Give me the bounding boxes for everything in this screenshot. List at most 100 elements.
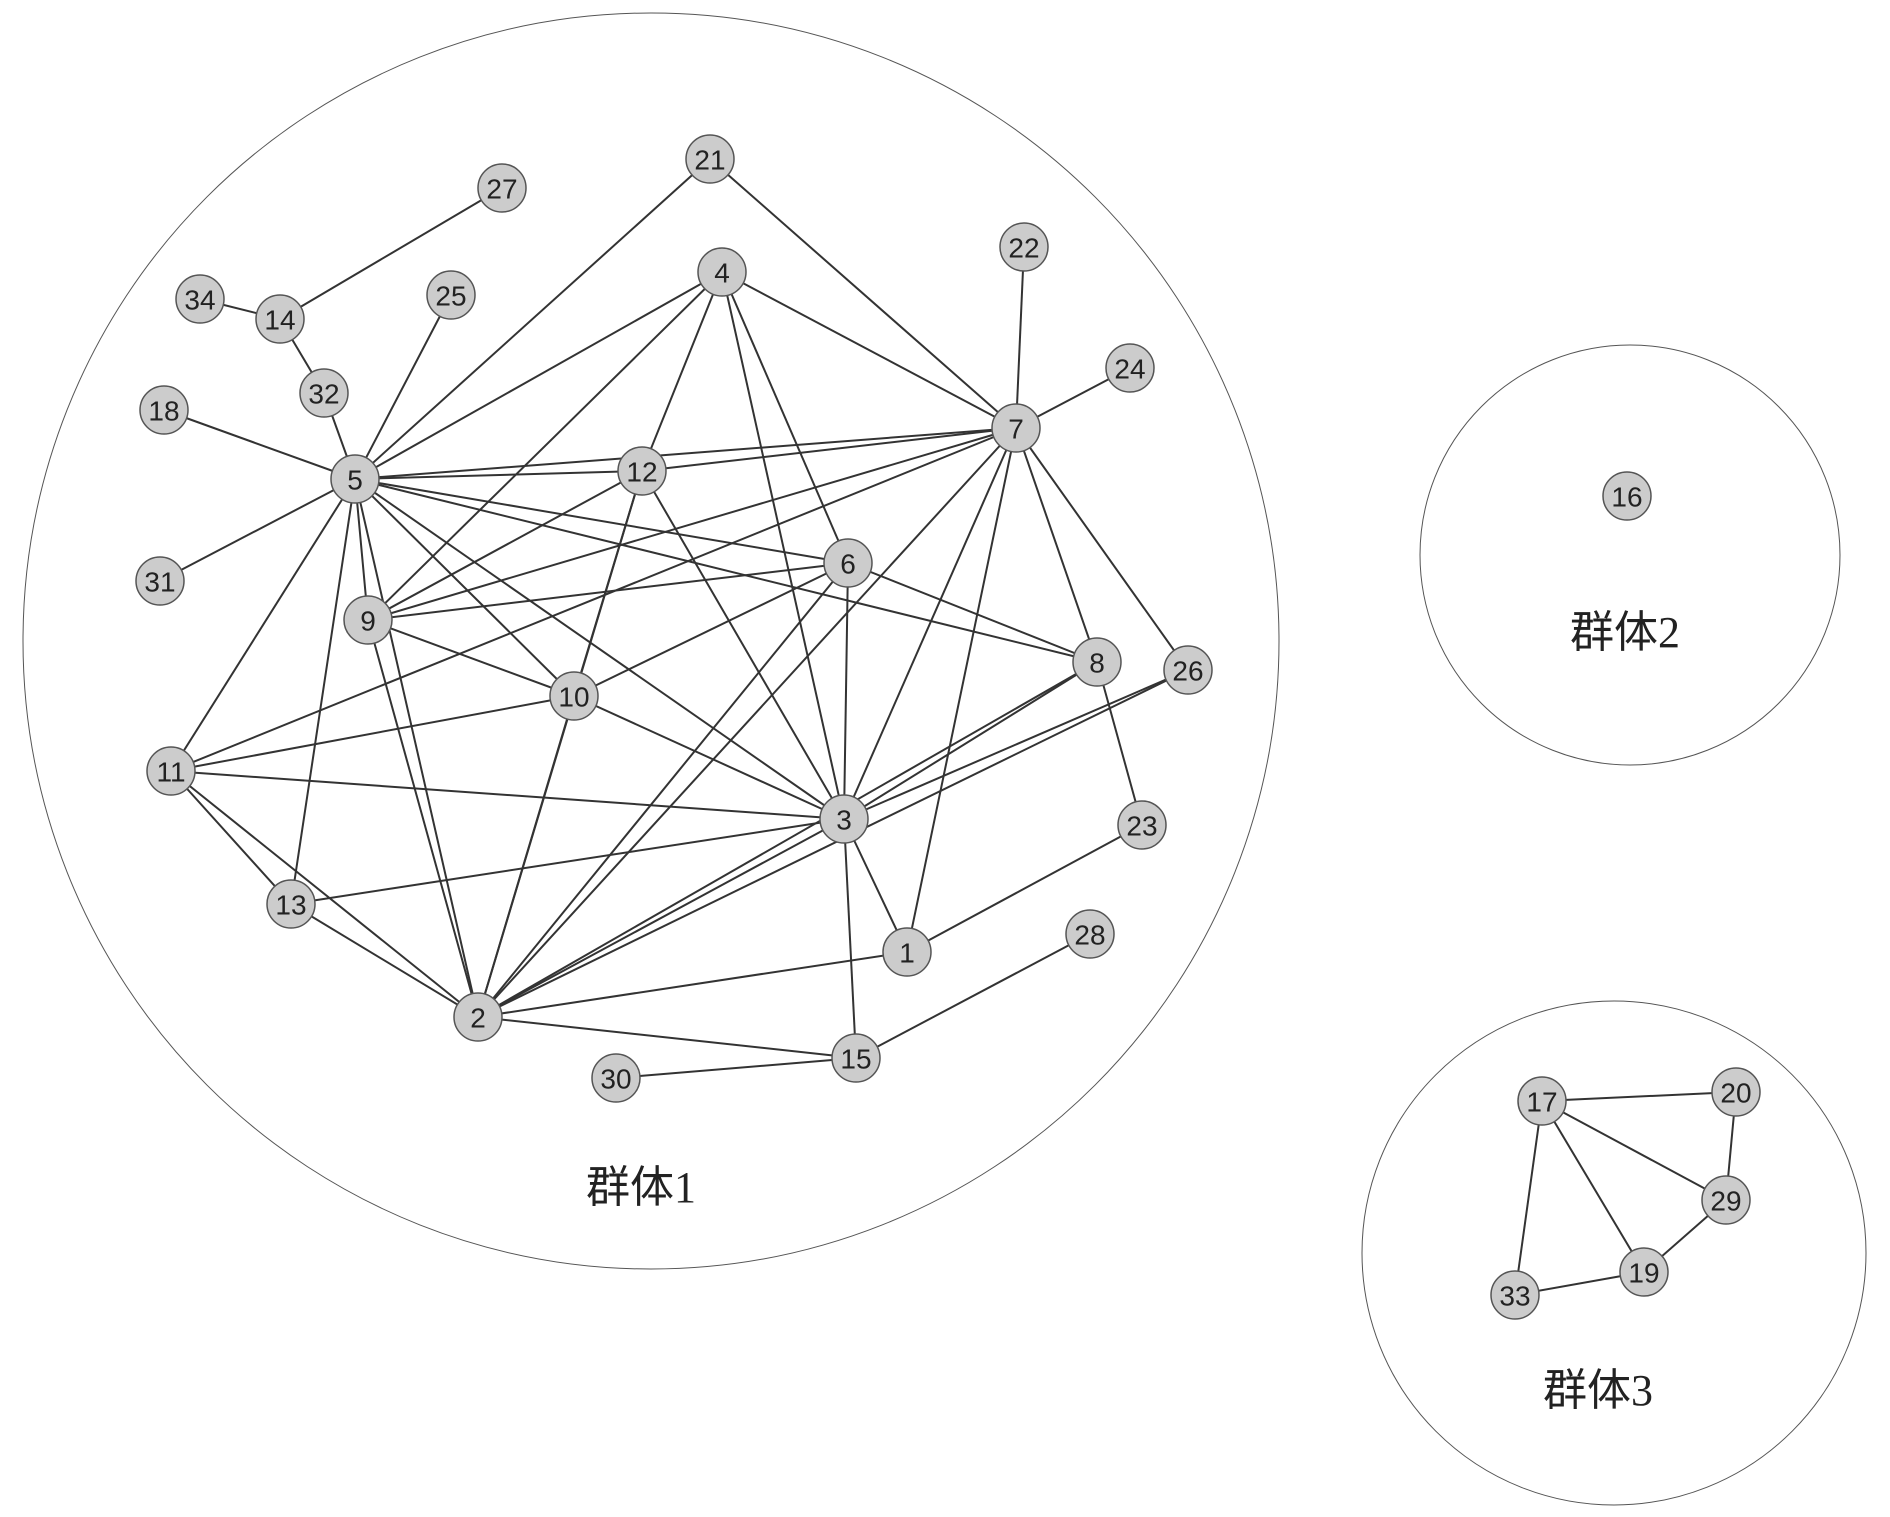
node-1: 1 bbox=[882, 927, 932, 977]
edge-17-29 bbox=[1541, 1100, 1727, 1201]
node-label: 5 bbox=[347, 465, 363, 496]
node-label: 28 bbox=[1074, 920, 1105, 951]
edge-9-10 bbox=[367, 619, 575, 697]
node-3: 3 bbox=[819, 794, 869, 844]
node-5: 5 bbox=[330, 454, 380, 504]
node-label: 19 bbox=[1628, 1258, 1659, 1289]
edge-5-7 bbox=[354, 427, 1017, 480]
node-24: 24 bbox=[1105, 343, 1155, 393]
node-label: 23 bbox=[1126, 811, 1157, 842]
node-33: 33 bbox=[1490, 1270, 1540, 1320]
node-label: 16 bbox=[1611, 482, 1642, 513]
edge-10-2 bbox=[477, 695, 575, 1018]
node-circle bbox=[1072, 637, 1122, 687]
node-label: 8 bbox=[1089, 648, 1105, 679]
edge-6-8 bbox=[847, 562, 1098, 663]
node-circle bbox=[266, 879, 316, 929]
node-label: 21 bbox=[694, 145, 725, 176]
node-26: 26 bbox=[1163, 645, 1213, 695]
edge-17-20 bbox=[1541, 1091, 1737, 1102]
edge-7-8 bbox=[1015, 427, 1098, 663]
node-27: 27 bbox=[477, 163, 527, 213]
edge-9-2 bbox=[367, 619, 479, 1018]
node-circle bbox=[135, 556, 185, 606]
node-17: 17 bbox=[1517, 1076, 1567, 1126]
edge-4-3 bbox=[721, 271, 845, 820]
edge-31-5 bbox=[159, 478, 356, 582]
node-label: 31 bbox=[144, 567, 175, 598]
edge-12-3 bbox=[641, 470, 845, 820]
node-21: 21 bbox=[685, 134, 735, 184]
node-circle bbox=[549, 671, 599, 721]
edge-5-12 bbox=[354, 470, 643, 480]
node-7: 7 bbox=[991, 403, 1041, 453]
edge-2-15 bbox=[477, 1016, 857, 1059]
edge-11-2 bbox=[170, 770, 479, 1018]
node-circle bbox=[591, 1053, 641, 1103]
node-label: 13 bbox=[275, 890, 306, 921]
node-label: 2 bbox=[470, 1003, 486, 1034]
node-34: 34 bbox=[175, 274, 225, 324]
edge-6-2 bbox=[477, 562, 849, 1018]
node-31: 31 bbox=[135, 556, 185, 606]
edge-5-6 bbox=[354, 478, 849, 564]
edge-5-4 bbox=[354, 271, 723, 480]
node-2: 2 bbox=[453, 992, 503, 1042]
edge-23-1 bbox=[906, 824, 1143, 953]
edge-5-2 bbox=[354, 478, 479, 1018]
edge-11-13 bbox=[170, 770, 292, 905]
edge-17-19 bbox=[1541, 1100, 1645, 1273]
group-1-boundary bbox=[22, 12, 1280, 1270]
node-circle bbox=[1490, 1270, 1540, 1320]
edge-5-10 bbox=[354, 478, 575, 697]
edge-4-12 bbox=[641, 271, 723, 472]
edge-28-15 bbox=[855, 933, 1091, 1059]
node-32: 32 bbox=[299, 368, 349, 418]
node-label: 1 bbox=[899, 938, 915, 969]
node-label: 33 bbox=[1499, 1281, 1530, 1312]
edge-7-1 bbox=[906, 427, 1017, 953]
edge-7-12 bbox=[641, 427, 1017, 472]
node-circle bbox=[146, 746, 196, 796]
node-circle bbox=[330, 454, 380, 504]
node-circle bbox=[991, 403, 1041, 453]
edge-6-9 bbox=[367, 562, 849, 621]
group-2-label: 群体2 bbox=[1570, 608, 1680, 657]
node-label: 29 bbox=[1710, 1186, 1741, 1217]
node-label: 30 bbox=[600, 1064, 631, 1095]
node-label: 12 bbox=[626, 457, 657, 488]
edge-7-9 bbox=[367, 427, 1017, 621]
node-label: 11 bbox=[156, 757, 185, 788]
node-20: 20 bbox=[1711, 1067, 1761, 1117]
node-label: 26 bbox=[1172, 656, 1203, 687]
node-circle bbox=[299, 368, 349, 418]
node-circle bbox=[1711, 1067, 1761, 1117]
edge-2-1 bbox=[477, 951, 908, 1018]
edge-13-2 bbox=[290, 903, 479, 1018]
node-circle bbox=[1701, 1175, 1751, 1225]
node-15: 15 bbox=[831, 1033, 881, 1083]
node-label: 15 bbox=[840, 1044, 871, 1075]
edge-26-2 bbox=[477, 669, 1189, 1018]
node-label: 34 bbox=[184, 285, 215, 316]
node-label: 22 bbox=[1008, 233, 1039, 264]
node-circle bbox=[255, 294, 305, 344]
node-label: 4 bbox=[714, 258, 730, 289]
group-3-label: 群体3 bbox=[1543, 1366, 1653, 1415]
edge-3-15 bbox=[843, 818, 857, 1059]
edge-8-23 bbox=[1096, 661, 1143, 826]
node-circle bbox=[175, 274, 225, 324]
edge-18-5 bbox=[163, 409, 356, 480]
edge-3-2 bbox=[477, 818, 845, 1018]
node-label: 9 bbox=[360, 606, 376, 637]
edge-22-7 bbox=[1015, 246, 1025, 429]
node-circle bbox=[1117, 800, 1167, 850]
node-label: 27 bbox=[486, 174, 517, 205]
edge-4-6 bbox=[721, 271, 849, 564]
node-circle bbox=[139, 385, 189, 435]
edge-10-11 bbox=[170, 695, 575, 772]
edge-8-2 bbox=[477, 661, 1098, 1018]
edge-13-3 bbox=[290, 818, 845, 905]
